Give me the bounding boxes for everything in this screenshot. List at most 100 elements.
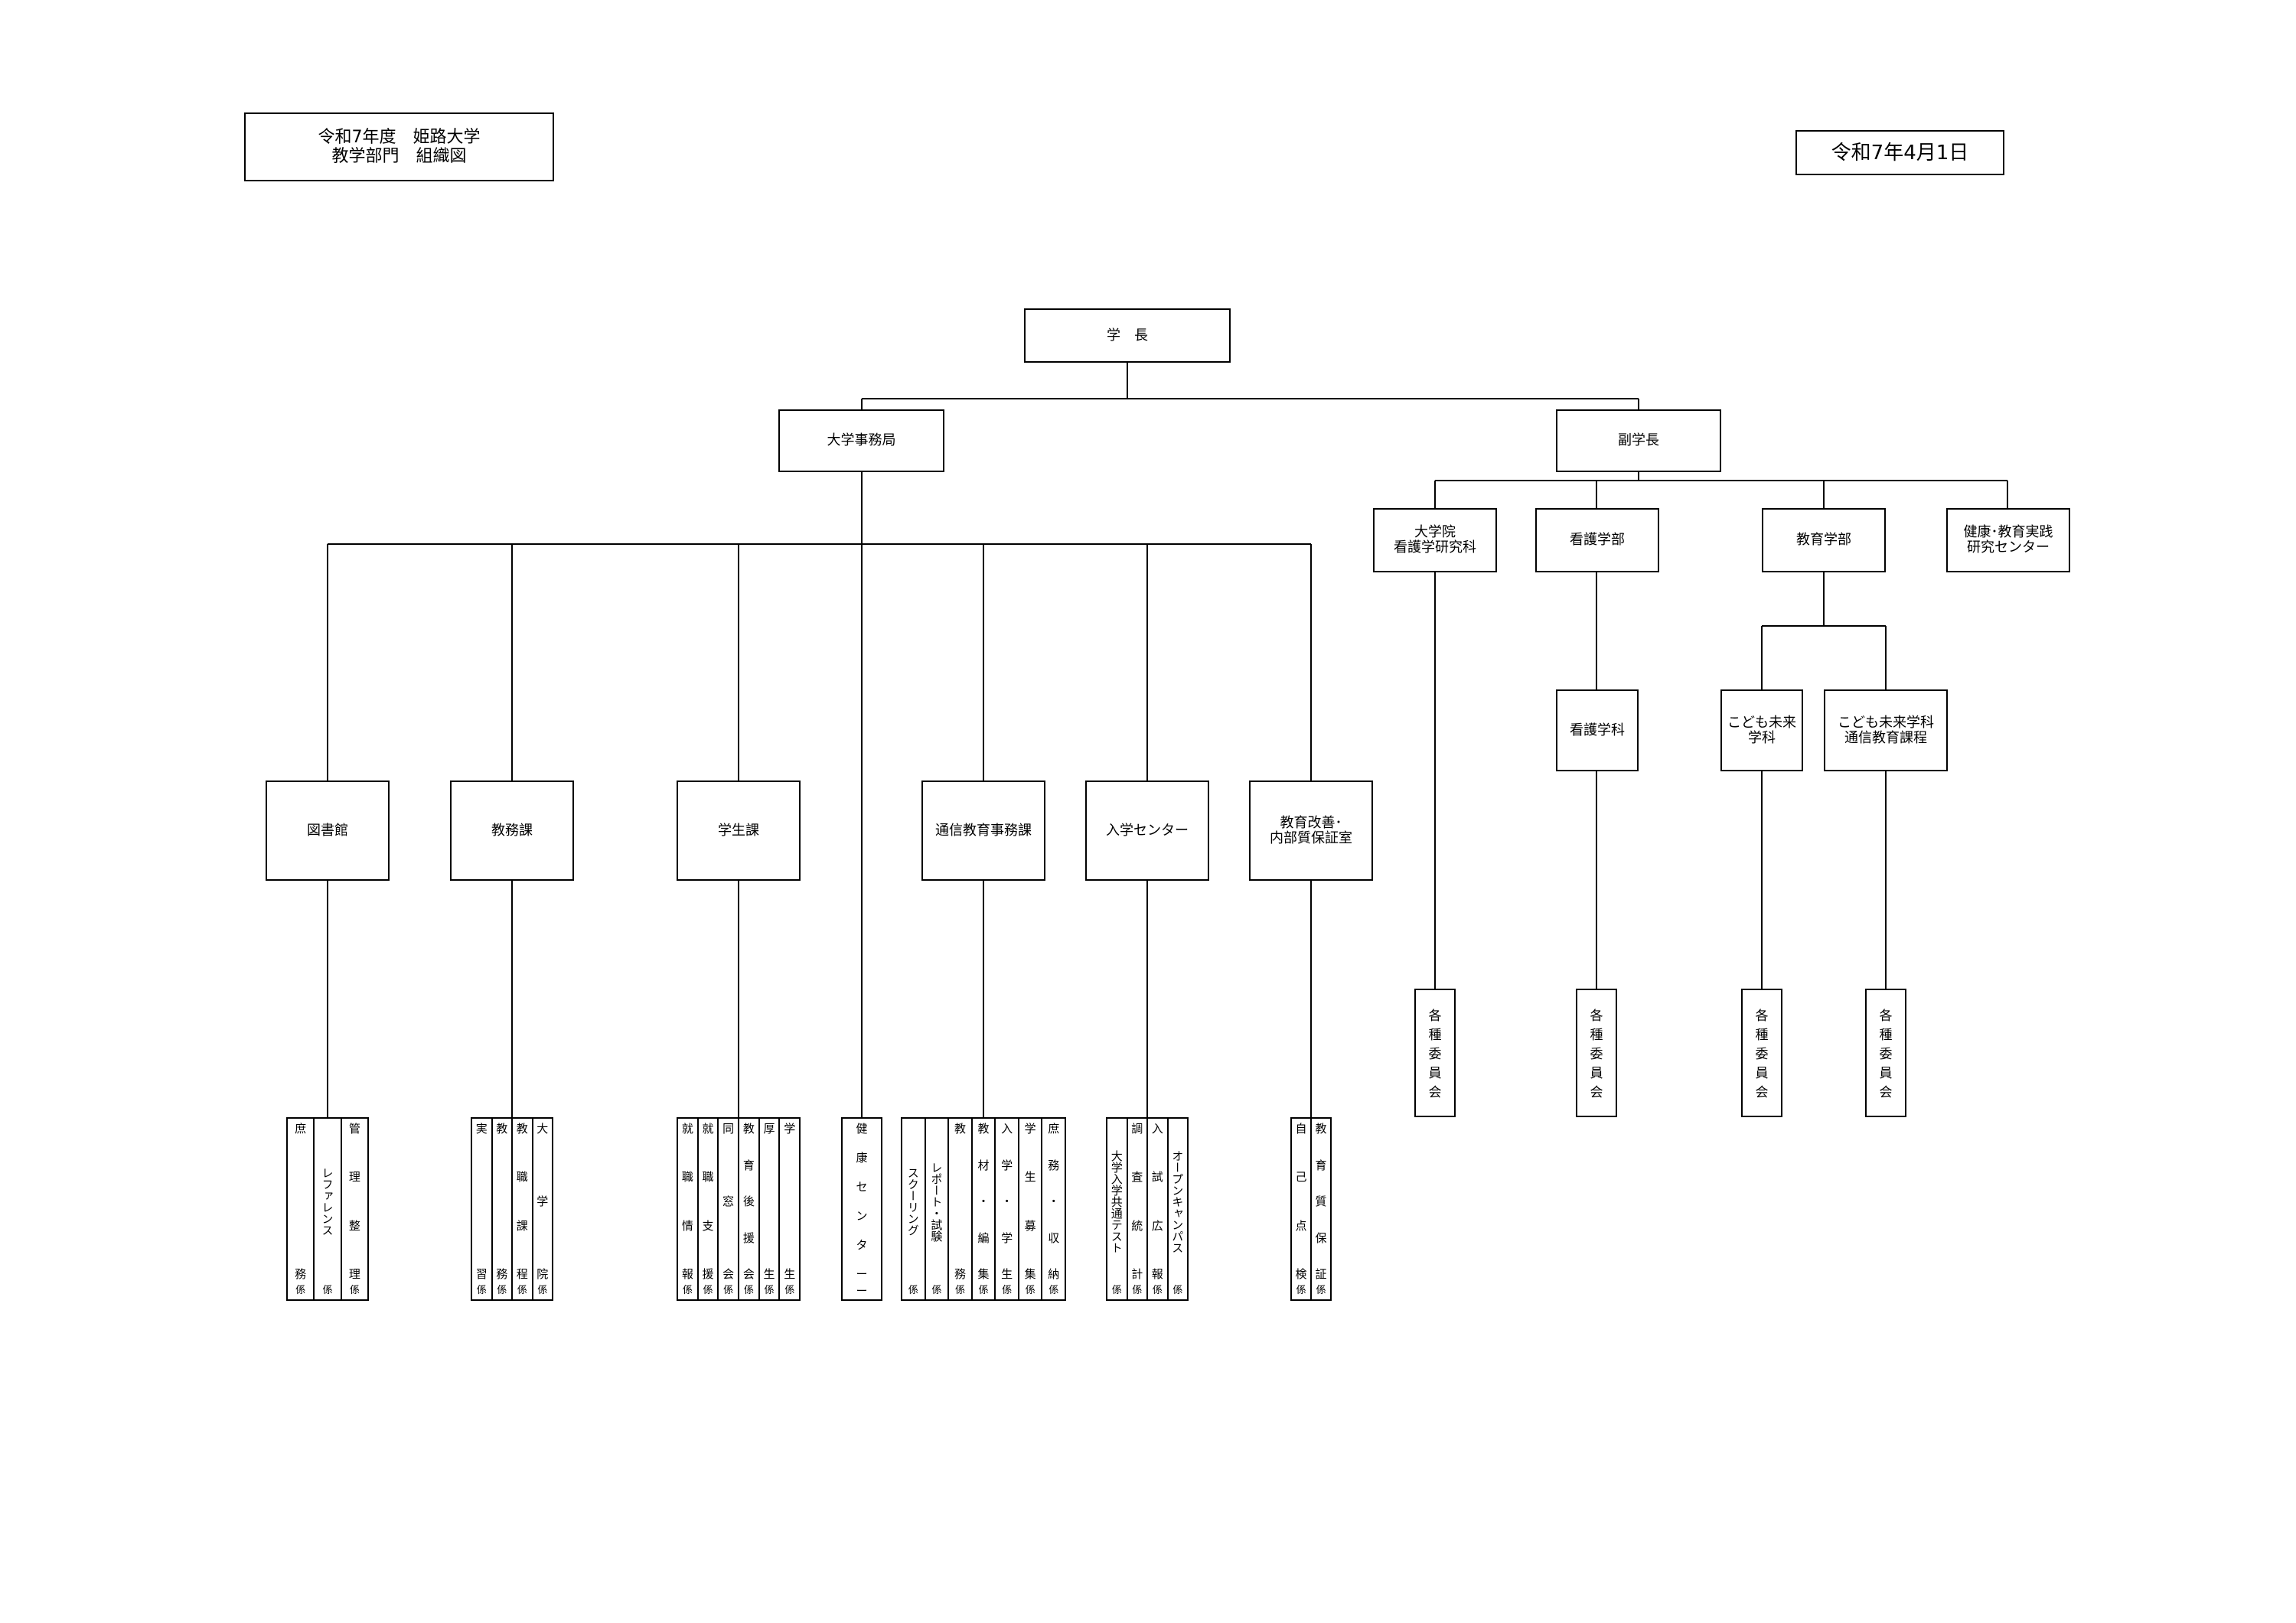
section-name: 就職情報	[678, 1122, 697, 1281]
section-name-text: 入試広報	[1151, 1122, 1163, 1281]
section-name: 実習	[472, 1122, 491, 1281]
section-name-text: 教材・編集	[977, 1122, 990, 1281]
section-cell: 入学・学生係	[994, 1119, 1018, 1299]
section-name: オープンキャンパス	[1169, 1122, 1188, 1281]
section-name-text: 教育後援会	[742, 1122, 755, 1281]
section-cell: レポート・試験係	[924, 1119, 948, 1299]
section-name: 調査統計	[1128, 1122, 1147, 1281]
section-name: 教育後援会	[739, 1122, 758, 1281]
section-suffix: 係	[1172, 1285, 1183, 1296]
node-children-future-dept: こども未来 学科	[1720, 689, 1803, 771]
section-cell: 自己点検係	[1292, 1119, 1310, 1299]
section-cell: 管理整理係	[340, 1119, 367, 1299]
node-president: 学 長	[1024, 308, 1231, 363]
section-cell: スクーリング係	[902, 1119, 925, 1299]
section-name-text: 庶務	[295, 1122, 307, 1281]
section-cell: 学生募集係	[1017, 1119, 1042, 1299]
node-health-education-research-center: 健康･教育実践 研究センター	[1946, 508, 2070, 572]
section-suffix: ー	[856, 1284, 868, 1298]
section-name: 教務	[493, 1122, 512, 1281]
section-name-text: 学生	[784, 1122, 796, 1281]
section-name-text: 自己点検	[1295, 1122, 1307, 1281]
effective-date: 令和7年4月1日	[1795, 130, 2004, 175]
section-name-text: 実習	[475, 1122, 488, 1281]
section-suffix: 係	[295, 1285, 306, 1296]
section-name-text: 大学院	[536, 1122, 549, 1281]
section-name-text: 教職課程	[516, 1122, 528, 1281]
node-nursing-dept: 看護学科	[1556, 689, 1639, 771]
section-name-text: オープンキャンパス	[1170, 1149, 1185, 1253]
chart-title: 令和7年度 姫路大学 教学部門 組織図	[244, 112, 554, 181]
section-suffix: 係	[497, 1285, 507, 1296]
node-quality-assurance-office: 教育改善･ 内部質保証室	[1249, 781, 1373, 881]
node-children-future-correspondence: こども未来学科 通信教育課程	[1824, 689, 1948, 771]
section-name: 大学院	[533, 1122, 553, 1281]
section-suffix: 係	[703, 1285, 713, 1296]
section-name-text: 入学・学生	[1001, 1122, 1013, 1281]
node-university-office: 大学事務局	[778, 409, 944, 472]
section-name-text: 大学入学共通テスト	[1109, 1149, 1124, 1253]
section-cell: 入試広報係	[1146, 1119, 1167, 1299]
section-cell: オープンキャンパス係	[1166, 1119, 1188, 1299]
section-suffix: 係	[723, 1285, 734, 1296]
effective-date-text: 令和7年4月1日	[1831, 141, 1969, 165]
node-student-affairs: 学生課	[677, 781, 801, 881]
section-name-text: レポート・試験	[929, 1161, 944, 1242]
section-name: 就職支援	[699, 1122, 718, 1281]
section-name: 自己点検	[1292, 1122, 1310, 1281]
section-name-text: 教育質保証	[1315, 1122, 1327, 1281]
section-name-text: 就職情報	[681, 1122, 693, 1281]
node-library: 図書館	[266, 781, 390, 881]
committee-graduate: 各種委員会	[1414, 989, 1456, 1117]
section-suffix: 係	[1316, 1285, 1326, 1296]
section-cell: レファレンス係	[313, 1119, 340, 1299]
section-name-text: 教務	[954, 1122, 966, 1281]
section-name-text: レファレンス	[320, 1167, 334, 1236]
chart-title-line1: 令和7年度 姫路大学	[318, 128, 481, 147]
section-name: 庶務	[288, 1122, 313, 1281]
section-name-text: 学生募集	[1024, 1122, 1036, 1281]
quality-office-sections: 自己点検係教育質保証係	[1290, 1117, 1332, 1301]
section-name: レポート・試験	[926, 1122, 948, 1281]
section-suffix: 係	[1049, 1285, 1059, 1296]
section-name: 庶務・収納	[1042, 1122, 1065, 1281]
section-cell: 庶務・収納係	[1041, 1119, 1065, 1299]
section-cell: 学生係	[778, 1119, 799, 1299]
node-correspondence-office: 通信教育事務課	[921, 781, 1045, 881]
node-academic-affairs: 教務課	[450, 781, 574, 881]
section-name: スクーリング	[902, 1122, 925, 1281]
section-suffix: 係	[349, 1285, 360, 1296]
section-name-text: 教務	[496, 1122, 508, 1281]
section-suffix: 係	[931, 1285, 942, 1296]
section-suffix: 係	[764, 1285, 775, 1296]
section-cell: 大学院係	[531, 1119, 553, 1299]
section-suffix: 係	[1296, 1285, 1306, 1296]
section-name-text: 就職支援	[702, 1122, 714, 1281]
academic-affairs-sections: 実習係教務係教職課程係大学院係	[471, 1117, 553, 1301]
committee-children-correspondence: 各種委員会	[1865, 989, 1906, 1117]
section-suffix: 係	[517, 1285, 527, 1296]
section-cell: 教務係	[491, 1119, 512, 1299]
section-name-text: 厚生	[763, 1122, 775, 1281]
section-cell: 教務係	[947, 1119, 971, 1299]
section-suffix: 係	[682, 1285, 693, 1296]
section-suffix: 係	[1025, 1285, 1035, 1296]
section-name: 入学・学生	[996, 1122, 1018, 1281]
section-name: 教育質保証	[1312, 1122, 1330, 1281]
committee-nursing: 各種委員会	[1576, 989, 1617, 1117]
section-suffix: 係	[537, 1285, 548, 1296]
section-name: 教職課程	[513, 1122, 532, 1281]
section-name: 管理整理	[342, 1122, 367, 1281]
section-suffix: 係	[784, 1285, 795, 1296]
section-cell: 就職支援係	[696, 1119, 718, 1299]
committee-children-future: 各種委員会	[1741, 989, 1782, 1117]
section-name-text: 庶務・収納	[1048, 1122, 1060, 1281]
section-suffix: 係	[1002, 1285, 1013, 1296]
section-suffix: 係	[954, 1285, 965, 1296]
section-suffix: 係	[978, 1285, 989, 1296]
section-name: 厚生	[760, 1122, 779, 1281]
admissions-center-sections: 大学入学共通テスト係調査統計係入試広報係オープンキャンパス係	[1106, 1117, 1189, 1301]
section-name: 学生募集	[1019, 1122, 1042, 1281]
correspondence-office-sections: スクーリング係レポート・試験係教務係教材・編集係入学・学生係学生募集係庶務・収納…	[901, 1117, 1066, 1301]
